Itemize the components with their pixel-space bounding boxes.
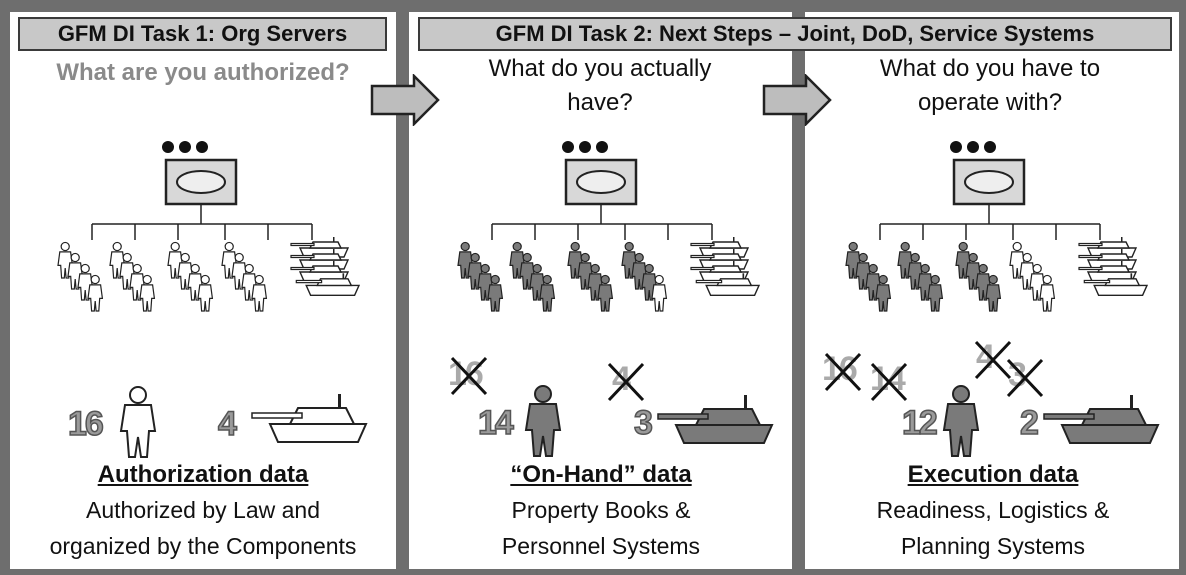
caption-on-hand: “On-Hand” data Property Books & Personne… (418, 458, 784, 564)
strike-x-icon (1006, 358, 1044, 398)
caption-line: Property Books & (511, 497, 691, 523)
question-on-hand: What do you actually have? (445, 52, 755, 120)
caption-line: Readiness, Logistics & (876, 497, 1110, 523)
strike-x-icon (974, 340, 1012, 380)
question-line: What do you have to (879, 55, 1101, 82)
caption-line: Authorized by Law and (86, 497, 320, 523)
org-unit-icon (952, 158, 1026, 206)
ellipsis-dot-icon (984, 141, 996, 153)
squad-icon (955, 241, 1002, 312)
squad-icon (509, 241, 556, 312)
squad-icon (109, 241, 156, 312)
squad-icon (567, 241, 614, 312)
task2-header: GFM DI Task 2: Next Steps – Joint, DoD, … (418, 17, 1172, 51)
caption-title: “On-Hand” data (510, 461, 692, 488)
question-execution: What do you have to operate with? (835, 52, 1145, 120)
caption-authorization: Authorization data Authorized by Law and… (18, 458, 388, 564)
question-line: have? (567, 89, 633, 116)
squad-icon (457, 241, 504, 312)
ellipsis-dot-icon (967, 141, 979, 153)
squad-icon (57, 241, 104, 312)
strike-x-icon (450, 356, 488, 396)
tank-platoon-icon (690, 237, 761, 296)
org-unit-icon (564, 158, 638, 206)
personnel-count: 14 (477, 403, 514, 443)
personnel-count: 12 (901, 403, 938, 443)
org-unit-icon (164, 158, 238, 206)
strike-x-icon (870, 362, 908, 402)
right-arrow-icon (762, 74, 832, 126)
personnel-count: 16 (67, 404, 104, 444)
ellipsis-dot-icon (196, 141, 208, 153)
org-tree-lines (491, 204, 713, 240)
squad-icon (897, 241, 944, 312)
caption-title: Execution data (907, 461, 1079, 488)
tank-icon (657, 395, 774, 444)
ellipsis-dot-icon (579, 141, 591, 153)
org-chart-on-hand (457, 141, 761, 312)
squad-icon (621, 241, 668, 312)
ellipsis-dot-icon (950, 141, 962, 153)
ellipsis-dot-icon (179, 141, 191, 153)
tank-platoon-icon (1078, 237, 1149, 296)
ellipsis-dot-icon (596, 141, 608, 153)
org-chart-execution (845, 141, 1149, 312)
ellipsis-dot-icon (162, 141, 174, 153)
caption-execution: Execution data Readiness, Logistics & Pl… (812, 458, 1174, 564)
caption-title: Authorization data (97, 461, 309, 488)
caption-line: organized by the Components (49, 533, 357, 559)
right-arrow-icon (370, 74, 440, 126)
soldier-icon (524, 385, 562, 457)
equipment-count: 2 (1019, 403, 1039, 443)
soldier-icon (942, 385, 980, 457)
squad-icon (1009, 241, 1056, 312)
tank-icon (251, 394, 368, 443)
strike-x-icon (824, 352, 862, 392)
tank-platoon-icon (290, 237, 361, 296)
squad-icon (167, 241, 214, 312)
squad-icon (221, 241, 268, 312)
ellipsis-dot-icon (562, 141, 574, 153)
strike-x-icon (607, 362, 645, 402)
org-tree-lines (91, 204, 313, 240)
org-tree-lines (879, 204, 1101, 240)
equipment-count: 4 (217, 404, 237, 444)
question-line: What do you actually (488, 55, 712, 82)
equipment-count: 3 (633, 403, 653, 443)
task1-header: GFM DI Task 1: Org Servers (18, 17, 387, 51)
caption-line: Personnel Systems (501, 533, 701, 559)
soldier-icon (119, 386, 157, 458)
question-line: operate with? (917, 89, 1063, 116)
tank-icon (1043, 395, 1160, 444)
org-chart-authorized (57, 141, 361, 312)
squad-icon (845, 241, 892, 312)
caption-line: Planning Systems (900, 533, 1086, 559)
question-authorized: What are you authorized? (56, 59, 350, 86)
